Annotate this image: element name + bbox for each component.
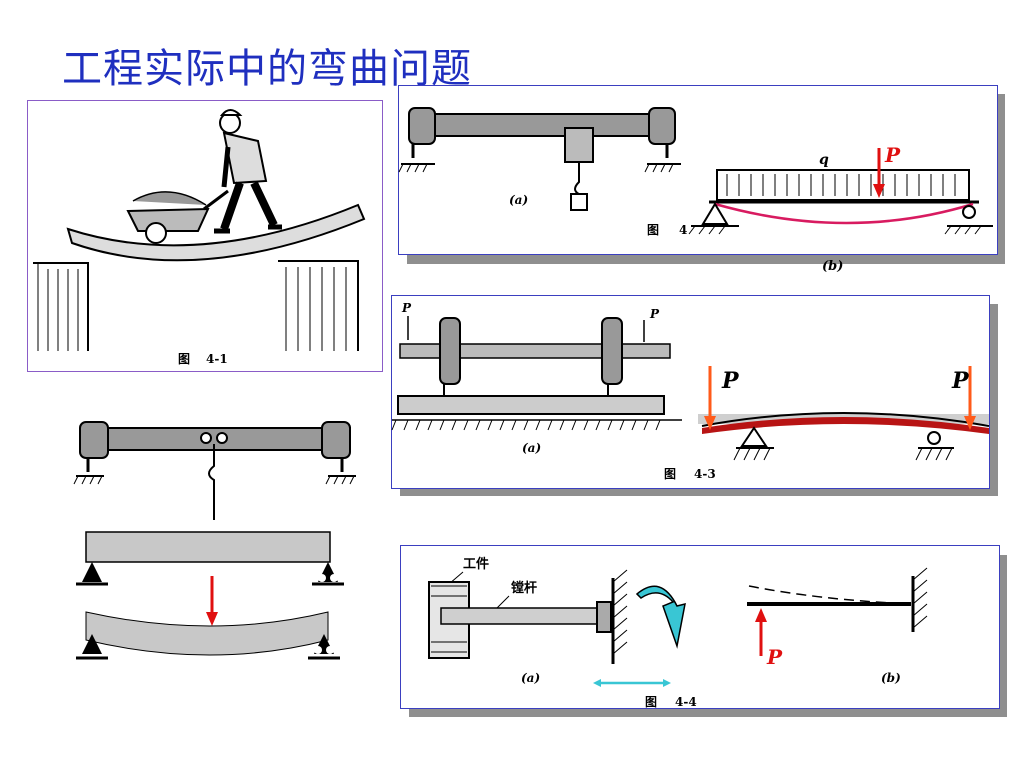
workpiece-label: 工件 xyxy=(463,556,489,572)
figure-4-3-caption-label: 图 xyxy=(664,467,676,481)
figure-4-2-caption-number: 4 xyxy=(679,223,687,237)
figure-4-2-panel: (a) 图 4 q P xyxy=(398,85,998,255)
load-p-label: P xyxy=(884,143,901,167)
boring-bar-label: 镗杆 xyxy=(510,580,537,596)
crane-beam-bending-illustration xyxy=(73,421,356,660)
figure-4-1-caption-number: 4-1 xyxy=(206,352,228,366)
crane-beam-bending-group xyxy=(70,420,370,670)
figure-4-4b-label: (b) xyxy=(881,671,901,685)
figure-4-2b-label: (b) xyxy=(822,259,844,274)
figure-4-3b-p-left: P xyxy=(721,368,740,394)
figure-4-1-caption-label: 图 xyxy=(178,352,190,366)
figure-4-2a-label: (a) xyxy=(509,193,528,207)
cantilever-p-label: P xyxy=(766,645,783,669)
wheelbarrow-plank-illustration: 图 4-1 xyxy=(33,109,366,366)
slide-title: 工程实际中的弯曲问题 xyxy=(62,46,472,92)
figure-4-3-caption-number: 4-3 xyxy=(694,467,716,481)
boring-bar-illustration: 工件 镗杆 (a) 图 4-4 P (b) xyxy=(428,556,928,709)
axle-bending-illustration: P P (a) 图 4-3 P P xyxy=(391,301,990,481)
figure-4-3b-p-right: P xyxy=(951,368,970,394)
figure-4-4-caption-number: 4-4 xyxy=(675,695,697,709)
figure-4-1-panel: 图 4-1 xyxy=(27,100,383,372)
figure-4-3a-label: (a) xyxy=(522,441,541,455)
figure-4-4a-label: (a) xyxy=(521,671,540,685)
figure-4-4-panel: 工件 镗杆 (a) 图 4-4 P (b) xyxy=(400,545,1000,709)
load-q-label: q xyxy=(819,152,829,168)
crane-and-beam-illustration: (a) 图 4 q P xyxy=(398,107,993,237)
figure-4-2-caption-label: 图 xyxy=(647,223,659,237)
figure-4-3a-p-left: P xyxy=(401,301,412,315)
deflection-curve xyxy=(714,202,974,225)
torsion-arrow xyxy=(635,585,686,649)
figure-4-3-panel: P P (a) 图 4-3 P P xyxy=(391,295,990,489)
figure-4-3a-p-right: P xyxy=(649,307,660,321)
figure-4-4-caption-label: 图 xyxy=(645,695,657,709)
